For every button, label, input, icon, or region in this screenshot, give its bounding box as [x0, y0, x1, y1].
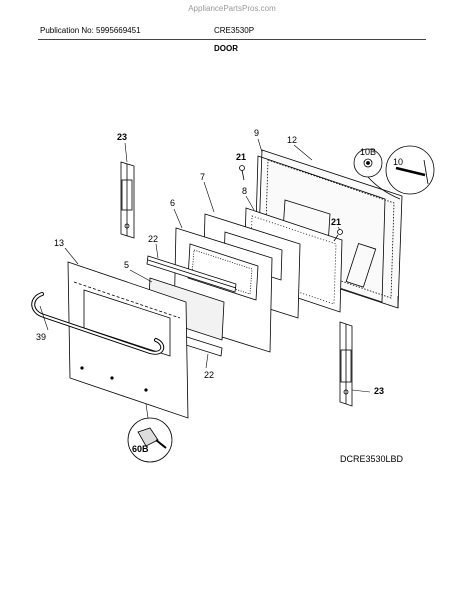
callout-9: 9 [254, 128, 259, 138]
part-21-screw-top [239, 165, 245, 181]
callout-13: 13 [54, 238, 64, 248]
detail-circle-60b [127, 417, 173, 463]
part-22-top-channel [146, 255, 237, 293]
callout-7: 7 [200, 172, 205, 182]
publication-number: Publication No: 5995669451 [40, 26, 141, 35]
diagram-code: DCRE3530LBD [340, 454, 404, 464]
watermark: AppliancePartsPros.com [188, 4, 276, 13]
wire-lead [367, 176, 401, 200]
callout-22-bottom: 22 [204, 370, 214, 380]
model-number: CRE3530P [214, 26, 255, 35]
callout-10: 10 [393, 157, 403, 167]
part-23-left-hinge [120, 161, 135, 239]
part-23-right-hinge [339, 321, 353, 407]
header-divider [38, 39, 426, 40]
callout-8: 8 [242, 186, 247, 196]
callout-10b: 10B [360, 147, 376, 157]
callout-6: 6 [170, 198, 175, 208]
callout-21-mid: 21 [331, 217, 341, 227]
callout-5: 5 [124, 260, 129, 270]
callout-22-top: 22 [148, 234, 158, 244]
callout-60b: 60B [132, 444, 149, 454]
callout-23-left: 23 [117, 132, 127, 142]
callout-39: 39 [36, 332, 46, 342]
section-title: DOOR [214, 44, 238, 53]
part-13-outer-door-panel [67, 261, 189, 419]
callout-21-top: 21 [236, 152, 246, 162]
part-39-door-handle [31, 292, 165, 355]
callout-12: 12 [287, 135, 297, 145]
detail-circle-10 [385, 145, 435, 195]
callout-23-right: 23 [374, 386, 384, 396]
leader-lines [39, 138, 371, 419]
